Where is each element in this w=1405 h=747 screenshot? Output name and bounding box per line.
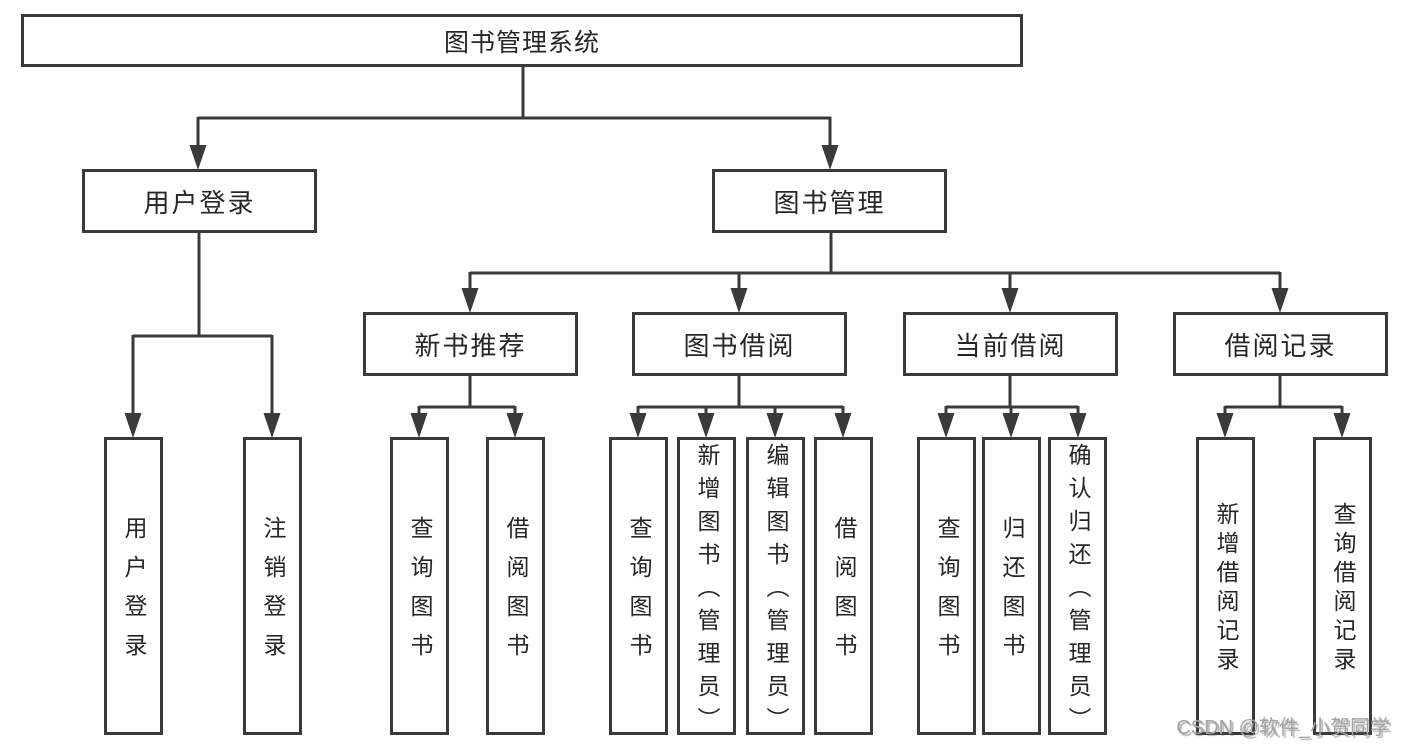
- node-label: 当前借阅: [954, 330, 1067, 361]
- node-borrow-books-recommend: 借阅图书: [486, 437, 545, 735]
- node-query-books-current: 查询图书: [917, 437, 976, 735]
- node-query-borrow-record: 查询借阅记录: [1313, 437, 1372, 735]
- node-new-book-recommendation: 新书推荐: [363, 312, 578, 376]
- node-label: 用户登录: [121, 516, 147, 672]
- node-label: 新增借阅记录: [1213, 502, 1239, 676]
- node-book-borrowing: 图书借阅: [632, 312, 847, 376]
- node-label: 借阅图书: [831, 516, 857, 672]
- node-current-borrowing: 当前借阅: [903, 312, 1118, 376]
- node-label: 归还图书: [999, 516, 1025, 672]
- node-label: 查询借阅记录: [1330, 502, 1356, 676]
- node-label: 图书管理系统: [443, 28, 600, 57]
- node-label: 查询图书: [934, 516, 960, 672]
- node-label: 用户登录: [143, 187, 256, 218]
- node-confirm-return-admin: 确认归还（管理员）: [1048, 437, 1107, 740]
- node-user-login: 用户登录: [104, 437, 163, 735]
- node-label: 编辑图书（管理员）: [763, 442, 789, 740]
- node-add-borrow-record: 新增借阅记录: [1196, 437, 1255, 735]
- node-query-books-recommend: 查询图书: [390, 437, 449, 735]
- node-label: 借阅图书: [503, 516, 529, 672]
- node-label: 图书借阅: [683, 330, 796, 361]
- node-label: 新增图书（管理员）: [694, 442, 720, 740]
- node-book-management: 图书管理: [712, 169, 947, 233]
- node-label: 借阅记录: [1224, 330, 1337, 361]
- node-label: 查询图书: [626, 516, 652, 672]
- node-query-books-borrowing: 查询图书: [609, 437, 668, 735]
- node-label: 图书管理: [773, 187, 886, 218]
- node-logout: 注销登录: [243, 437, 302, 735]
- node-library-management-system: 图书管理系统: [21, 14, 1023, 67]
- node-label: 查询图书: [407, 516, 433, 672]
- arrowheads: [124, 145, 1351, 438]
- node-label: 确认归还（管理员）: [1065, 442, 1091, 740]
- watermark: CSDN @软件_小贺同学: [1176, 717, 1390, 739]
- node-add-books-admin: 新增图书（管理员）: [677, 437, 736, 740]
- node-label: 新书推荐: [414, 330, 527, 361]
- node-return-books: 归还图书: [982, 437, 1041, 735]
- node-label: 注销登录: [260, 516, 286, 672]
- node-edit-books-admin: 编辑图书（管理员）: [746, 437, 805, 740]
- node-borrowing-records: 借阅记录: [1173, 312, 1388, 376]
- node-user-login-group: 用户登录: [82, 169, 317, 233]
- node-borrow-books: 借阅图书: [814, 437, 873, 735]
